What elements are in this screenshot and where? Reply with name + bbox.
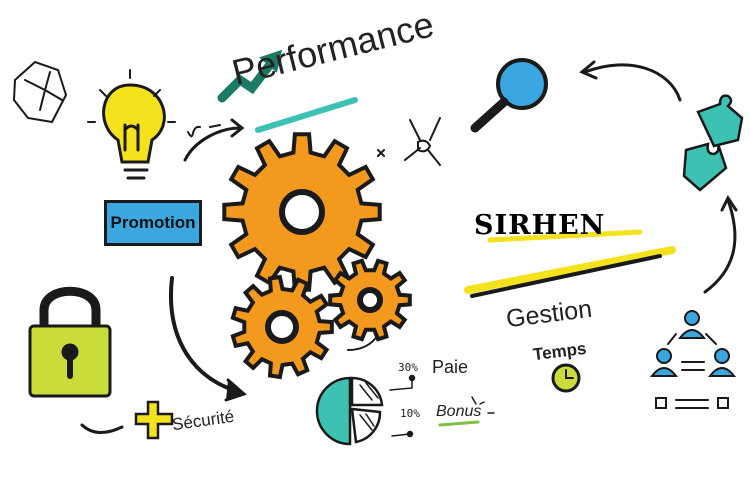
paie-percent: 30% — [398, 361, 418, 374]
trend-arrow-icon — [217, 49, 283, 103]
people-network-icon — [649, 310, 737, 409]
paie-label: Paie — [432, 357, 469, 377]
puzzle-icon — [682, 94, 744, 192]
plus-icon — [134, 400, 174, 440]
arrow-to-securite — [169, 276, 242, 394]
bonus-percent: 10% — [400, 407, 420, 420]
teamwork-hands-icon — [377, 117, 441, 166]
lightbulb-icon — [87, 69, 176, 180]
bonus-label: Bonus — [436, 403, 482, 420]
large-gear-icon-hole — [279, 189, 325, 235]
small-gear-icon-hole — [357, 287, 383, 313]
arrow-to-performance — [183, 126, 242, 162]
arrow-lock — [80, 423, 124, 434]
page-title: SIRHEN — [474, 210, 606, 241]
arrow-to-people — [703, 198, 737, 294]
clock-icon — [551, 363, 581, 393]
magnifier-icon — [470, 58, 548, 133]
arrow-to-puzzle — [583, 63, 682, 102]
crumpled-paper-icon — [12, 60, 68, 124]
promotion-label: Promotion — [104, 200, 202, 246]
medium-gear-icon-hole — [265, 310, 299, 344]
pie-chart-icon — [315, 374, 416, 446]
padlock-icon — [28, 286, 112, 398]
gears-group — [222, 132, 412, 380]
